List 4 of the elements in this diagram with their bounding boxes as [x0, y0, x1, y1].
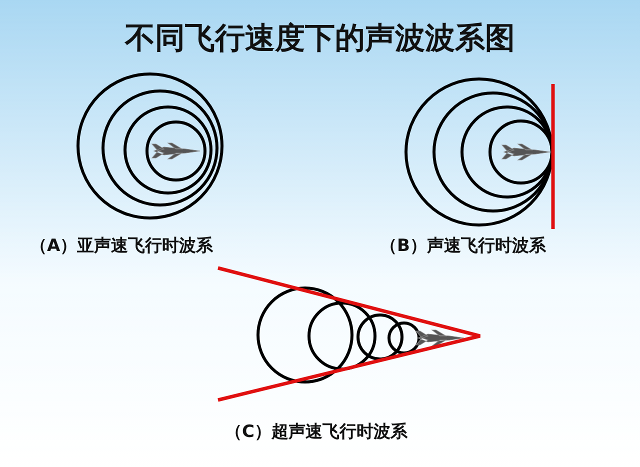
caption: （B）声速飞行时波系	[380, 235, 546, 257]
title: 不同飞行速度下的声波波系图	[124, 20, 516, 58]
caption: （C）超声速飞行时波系	[225, 421, 408, 443]
caption: （A）亚声速飞行时波系	[30, 235, 214, 257]
